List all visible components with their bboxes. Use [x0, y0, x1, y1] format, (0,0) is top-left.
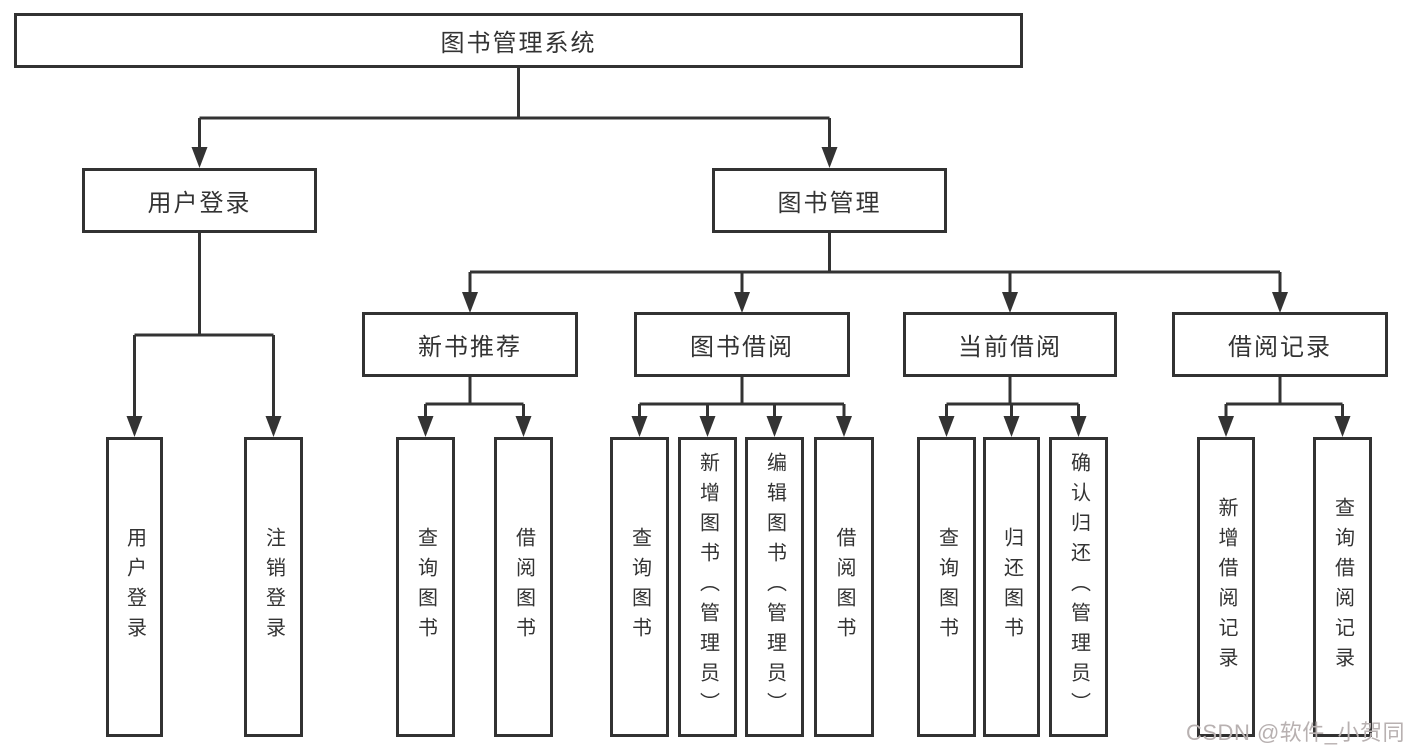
leaf-add-borrow-record: 新增借阅记录 — [1197, 437, 1255, 737]
leaf-query-borrow-record: 查询借阅记录 — [1313, 437, 1372, 737]
csdn-watermark: CSDN @软件_小贺同学 — [1186, 720, 1405, 745]
leaf-add-books-admin: 新增图书（管理员） — [678, 437, 737, 737]
leaf-confirm-return-admin: 确认归还（管理员） — [1049, 437, 1108, 737]
node-new-book-recommend-label: 新书推荐 — [418, 334, 522, 361]
node-book-management-label: 图书管理 — [777, 190, 882, 217]
leaf-query-books-current: 查询图书 — [917, 437, 976, 737]
node-borrow-records: 借阅记录 — [1172, 312, 1388, 377]
leaf-query-books-recommend: 查询图书 — [396, 437, 455, 737]
leaf-logout: 注销登录 — [244, 437, 303, 737]
node-borrow-records-label: 借阅记录 — [1228, 334, 1332, 361]
leaf-edit-books-admin: 编辑图书（管理员） — [745, 437, 804, 737]
leaf-return-books: 归还图书 — [983, 437, 1040, 737]
node-book-management: 图书管理 — [712, 168, 947, 233]
node-user-login: 用户登录 — [82, 168, 317, 233]
node-current-borrow-label: 当前借阅 — [958, 334, 1062, 361]
leaf-borrow-books: 借阅图书 — [814, 437, 874, 737]
node-book-borrow: 图书借阅 — [634, 312, 850, 377]
node-user-login-label: 用户登录 — [147, 190, 252, 217]
node-root-label: 图书管理系统 — [440, 30, 597, 57]
leaf-query-books-borrow: 查询图书 — [610, 437, 669, 737]
node-book-borrow-label: 图书借阅 — [690, 334, 794, 361]
node-current-borrow: 当前借阅 — [903, 312, 1117, 377]
node-new-book-recommend: 新书推荐 — [362, 312, 578, 377]
leaf-user-login: 用户登录 — [106, 437, 163, 737]
leaf-borrow-books-recommend: 借阅图书 — [494, 437, 553, 737]
node-root-library-system: 图书管理系统 — [14, 13, 1023, 68]
